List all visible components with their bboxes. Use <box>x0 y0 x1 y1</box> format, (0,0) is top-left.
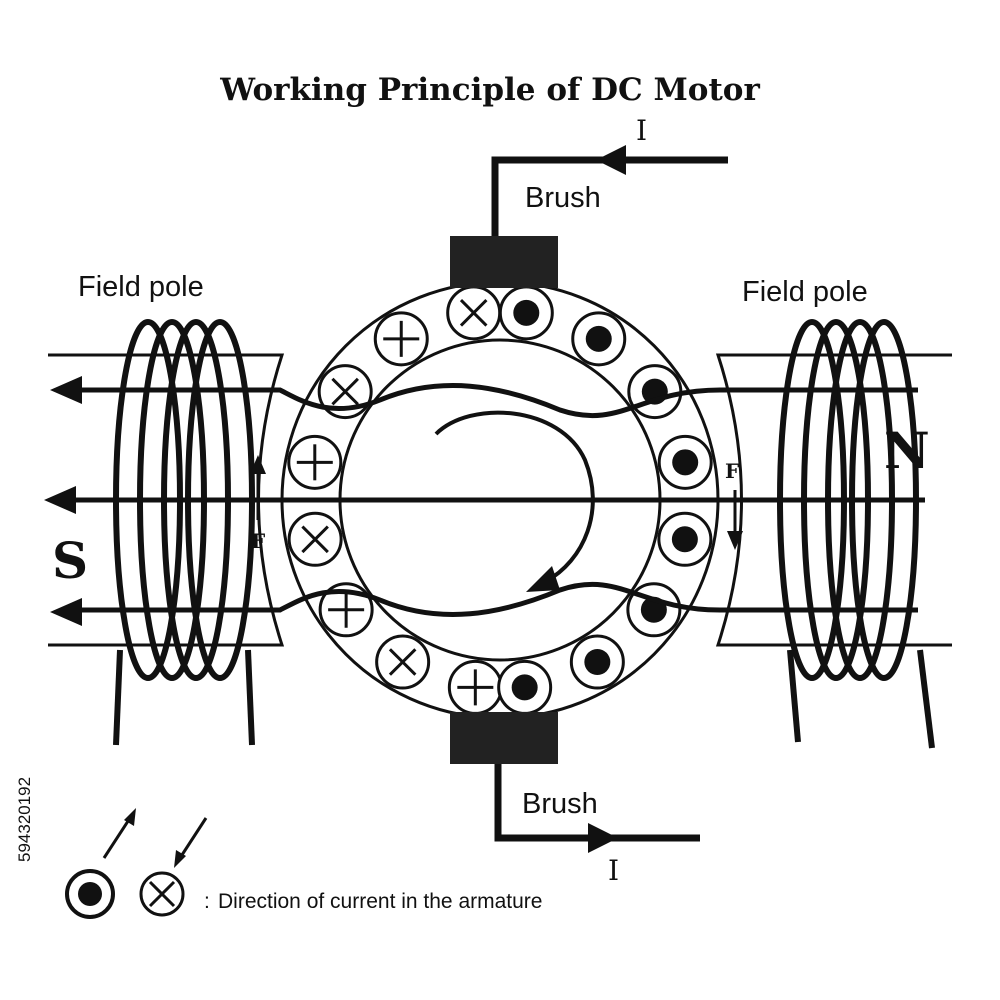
right-coil-lead-2 <box>917 649 935 749</box>
force-label-right: F <box>725 459 739 483</box>
coil-turn <box>801 319 871 681</box>
coil-turn <box>777 319 847 681</box>
conductor-cross-icon <box>287 511 343 567</box>
coil-leads <box>113 649 935 749</box>
conductor-cross-icon <box>373 311 429 367</box>
flux-arrow-top-icon <box>50 376 82 404</box>
stock-id: 594320192 <box>15 777 34 862</box>
coil-turn <box>849 319 919 681</box>
conductor-cross-icon <box>318 582 374 638</box>
conductor-dot-icon <box>497 659 553 715</box>
right-field-coil <box>777 319 919 681</box>
armature-conductors <box>287 285 713 715</box>
brush-label-top: Brush <box>525 182 601 214</box>
field-pole-label-left: Field pole <box>78 271 204 303</box>
flux-arrowheads <box>44 376 82 626</box>
current-label-bottom: I <box>608 854 619 887</box>
legend-separator: : <box>204 890 210 913</box>
conductor-cross-icon <box>446 285 502 341</box>
legend-arrow-out-icon <box>124 808 136 826</box>
conductor-dot-icon <box>498 285 554 341</box>
right-coil-lead-1 <box>787 649 801 743</box>
coil-turn <box>825 319 895 681</box>
legend-dot-conductor-icon <box>65 869 115 919</box>
legend-arrow-in-icon <box>174 850 186 868</box>
legend-arrow-out-shaft <box>102 817 132 859</box>
left-field-coil <box>113 319 255 681</box>
conductor-dot-icon <box>627 364 683 420</box>
flux-arrow-bottom-icon <box>50 598 82 626</box>
flux-arrow-middle-icon <box>44 486 76 514</box>
current-out-arrowhead-icon <box>588 823 618 853</box>
force-arrow-left: F <box>250 455 266 553</box>
force-up-arrowhead-icon <box>250 455 266 474</box>
conductor-cross-icon <box>447 659 503 715</box>
brush-bottom-lead <box>494 764 700 842</box>
force-arrow-right: F <box>725 459 743 550</box>
current-in-arrowhead-icon <box>596 145 626 175</box>
legend-text: Direction of current in the armature <box>218 890 542 913</box>
conductor-cross-icon <box>287 434 343 490</box>
rotation-arrowhead-icon <box>526 566 560 592</box>
left-coil-lead-2 <box>245 649 255 746</box>
force-down-arrowhead-icon <box>727 531 743 550</box>
conductor-dot-icon <box>657 511 713 567</box>
coil-turn <box>137 319 207 681</box>
coil-turn <box>113 319 183 681</box>
current-label-top: I <box>636 114 647 147</box>
force-label-left: F <box>251 529 265 553</box>
flux-line-bottom <box>70 581 918 617</box>
pole-letter-south: S <box>52 531 88 590</box>
brush-top-block <box>450 236 558 288</box>
diagram-title: Working Principle of DC Motor <box>219 72 760 108</box>
field-pole-label-right: Field pole <box>742 276 868 308</box>
legend: : Direction of current in the armature <box>65 808 542 919</box>
legend-cross-conductor-icon <box>139 871 185 917</box>
flux-line-top <box>70 383 918 419</box>
pole-letter-north: N <box>884 421 930 480</box>
conductor-cross-icon <box>375 634 431 690</box>
left-coil-lead-1 <box>113 649 123 746</box>
rotation-arrow <box>434 410 595 584</box>
brush-bottom-block <box>450 712 558 764</box>
coil-turn <box>185 319 255 681</box>
conductor-dot-icon <box>569 634 625 690</box>
brush-label-bottom: Brush <box>522 788 598 820</box>
conductor-dot-icon <box>657 434 713 490</box>
coil-turn <box>161 319 231 681</box>
legend-arrow-in-shaft <box>178 817 208 859</box>
brush-top-lead <box>491 156 728 236</box>
conductor-dot-icon <box>571 311 627 367</box>
